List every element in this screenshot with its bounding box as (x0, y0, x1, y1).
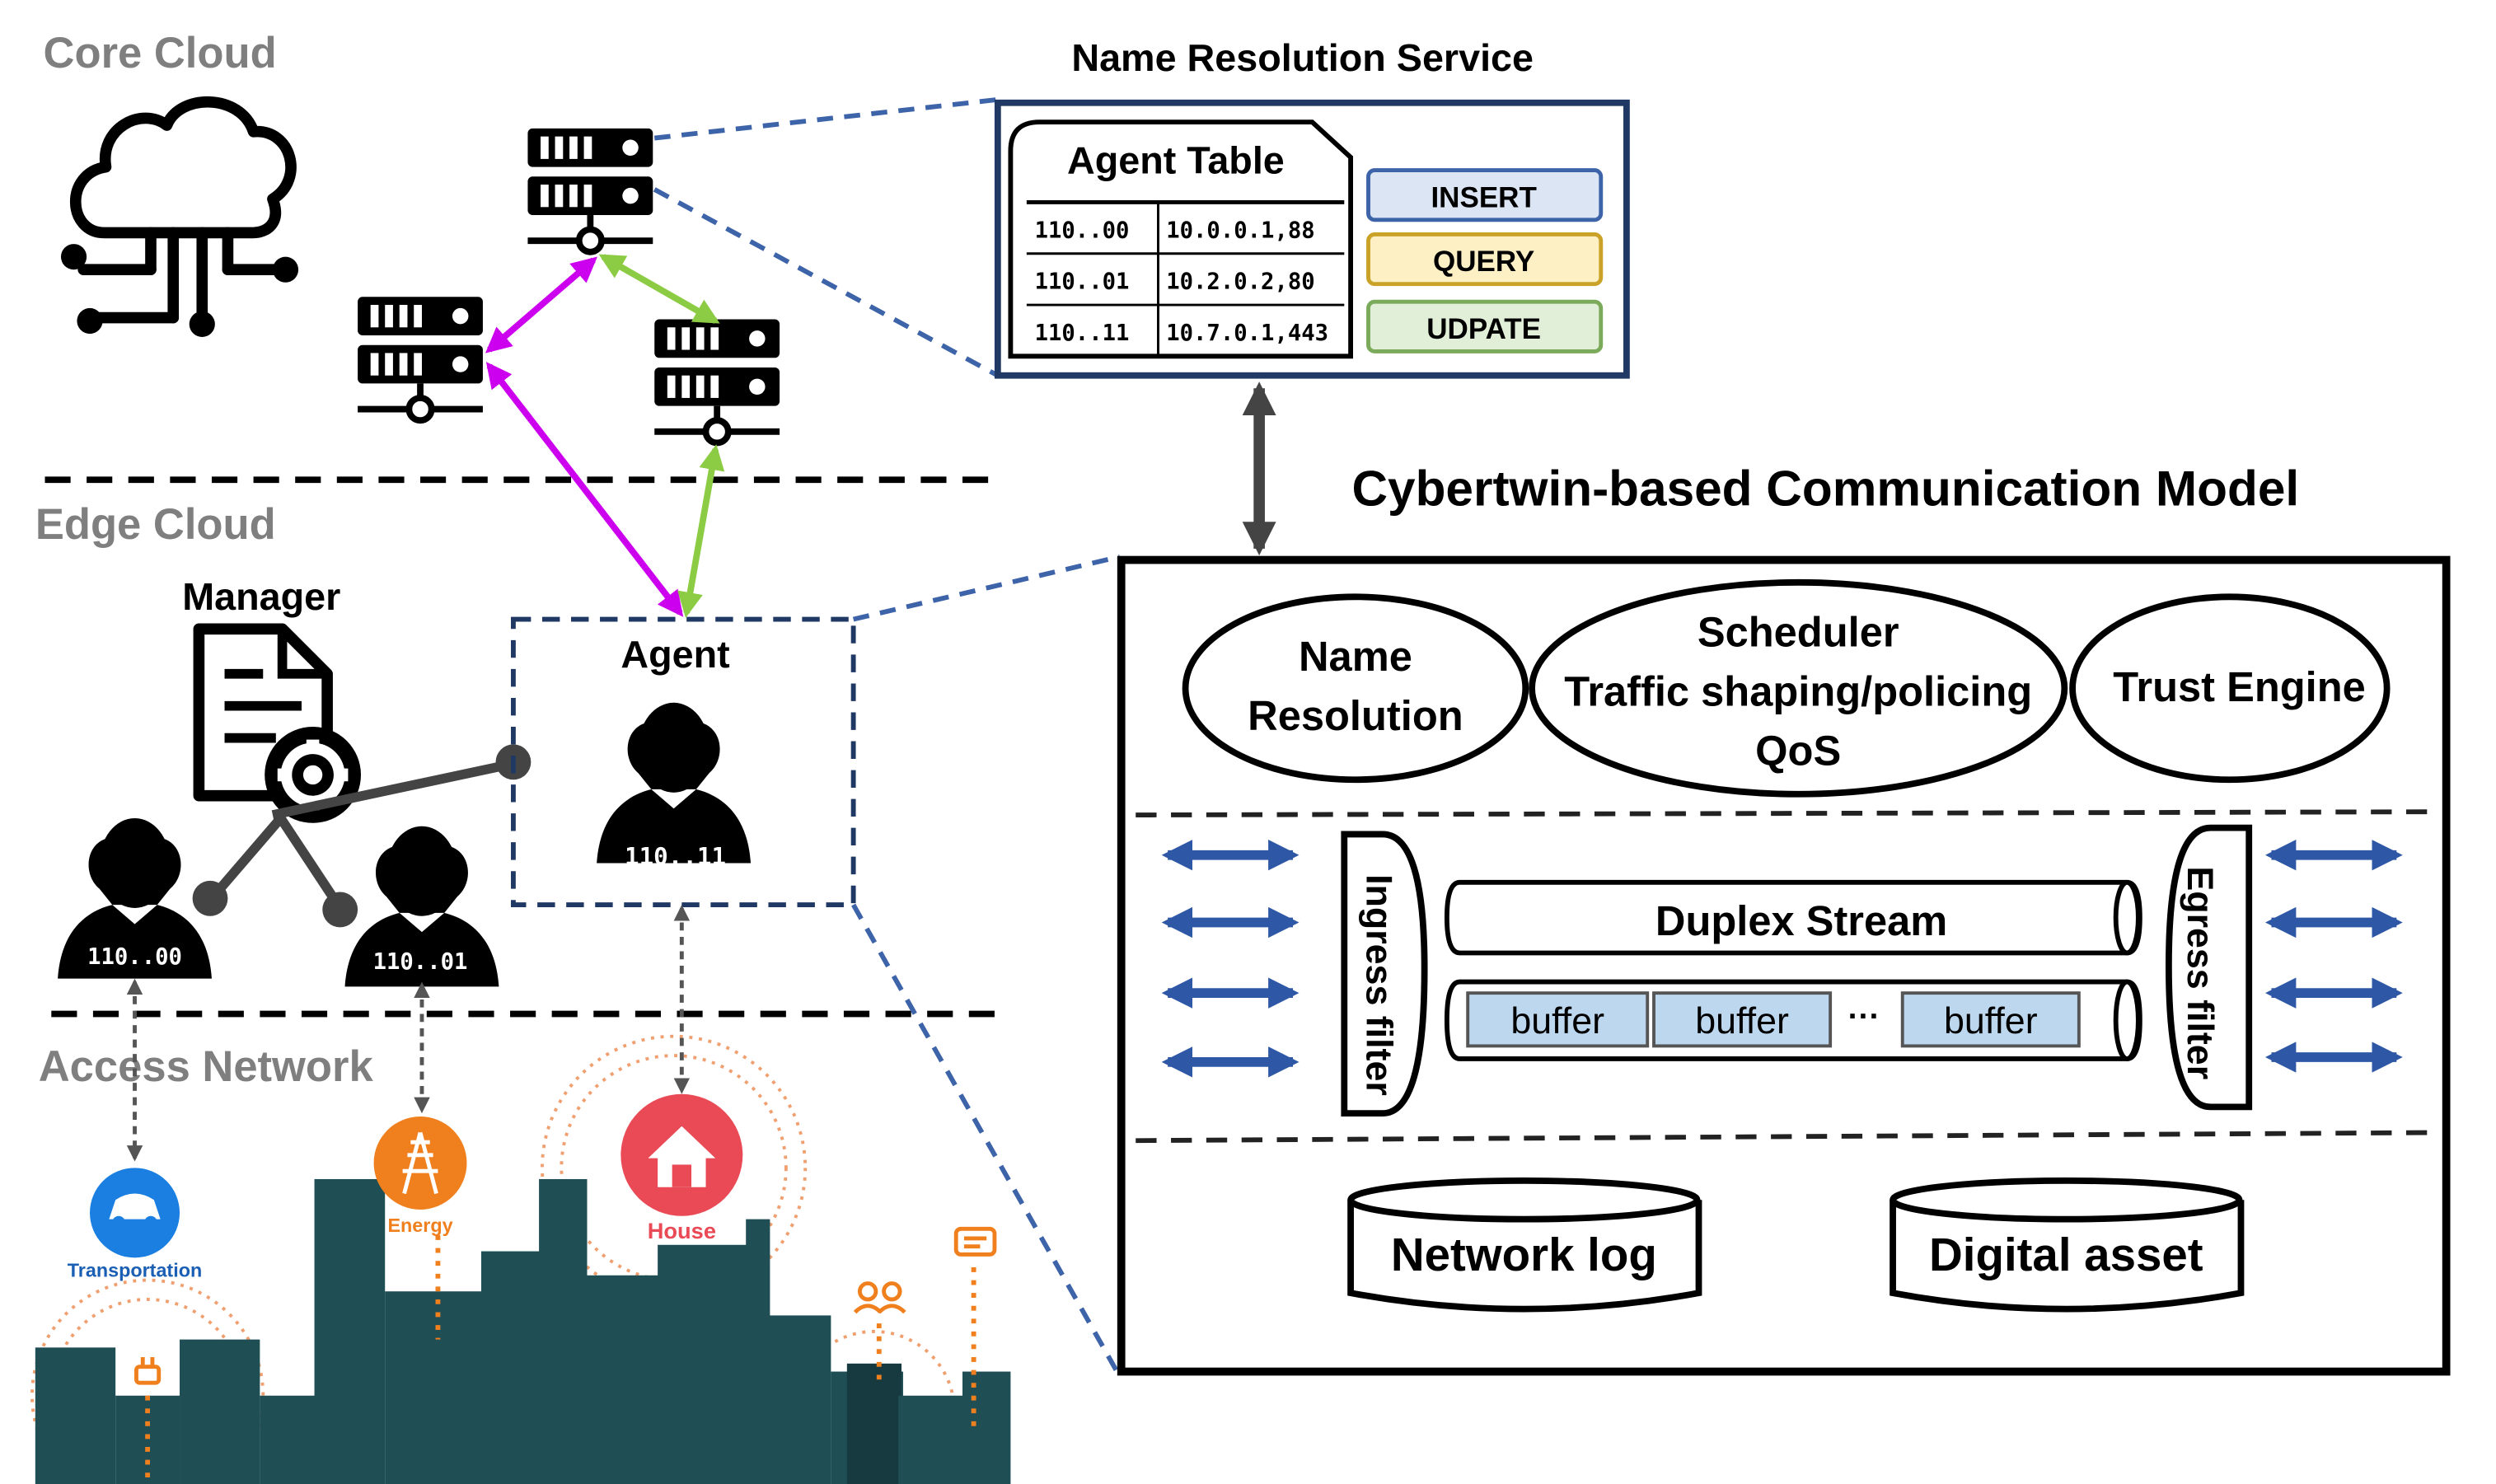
nrs-title: Name Resolution Service (1071, 36, 1534, 79)
nrs-zoom-line-bottom (653, 187, 1000, 378)
scheduler-line1: Scheduler (1698, 609, 1899, 656)
core-cloud-label: Core Cloud (44, 29, 277, 77)
edge-cloud-label: Edge Cloud (35, 500, 276, 549)
network-log-label: Network log (1391, 1229, 1657, 1280)
table-addr-cell: 10.0.0.1,88 (1166, 218, 1314, 243)
scheduler-line3: QoS (1755, 728, 1841, 775)
model-zoom-line-bottom (851, 903, 1122, 1378)
update-op-label: UDPATE (1426, 313, 1541, 345)
query-op-box (1366, 232, 1604, 287)
link-node (322, 892, 358, 928)
query-op-label: QUERY (1433, 246, 1534, 278)
name-resolution-line2: Resolution (1248, 692, 1463, 739)
duplex-stream-label: Duplex Stream (1655, 897, 1947, 944)
energy-icon (373, 1117, 467, 1210)
nrs-zoom-line-top (653, 96, 999, 141)
scheduler-line2: Traffic shaping/policing (1564, 668, 2032, 715)
table-addr-cell: 10.2.0.2,80 (1166, 269, 1314, 295)
agent-left-server-arrow (485, 362, 684, 617)
ingress-filter-label: Ingress filter (1359, 874, 1400, 1096)
access-network-label: Access Network (39, 1042, 374, 1091)
buffer-slot (1466, 991, 1650, 1048)
buffer-label: buffer (1695, 1000, 1789, 1042)
digital-asset-database (1890, 1177, 2245, 1313)
model-separator-top (1136, 809, 2436, 817)
transportation-label: Transportation (68, 1260, 202, 1281)
manager-label: Manager (182, 575, 340, 618)
agent-table-title: Agent Table (1067, 138, 1285, 181)
power-tower-icon (402, 1131, 438, 1195)
core-left-link-arrow (485, 256, 597, 353)
core-right-link-arrow (598, 254, 720, 324)
table-addr-cell: 10.7.0.1,443 (1166, 321, 1328, 346)
insert-op-label: INSERT (1431, 181, 1537, 213)
chat-icon (953, 1226, 997, 1257)
core-server-icon (527, 129, 653, 252)
manager-link-tree (208, 759, 515, 911)
user1-id: 110..00 (87, 944, 182, 970)
table-id-cell: 110..01 (1035, 269, 1130, 295)
network-log-database (1347, 1177, 1702, 1313)
agent-label: Agent (620, 633, 729, 676)
cloud-network-icon (70, 96, 297, 324)
egress-arrows (2264, 840, 2403, 1073)
agent-table-card (1008, 119, 1354, 359)
people-group-icon (853, 1281, 906, 1314)
buffer-label: buffer (1944, 1000, 2038, 1042)
model-title: Cybertwin-based Communication Model (1351, 460, 2299, 516)
orange-dotted-poles (145, 1235, 976, 1484)
trust-engine-module (2069, 593, 2391, 784)
scheduler-module (1529, 578, 2068, 798)
insert-op-box (1366, 168, 1604, 222)
car-icon (109, 1193, 161, 1220)
plug-icon (134, 1357, 162, 1385)
user2-id: 110..01 (373, 949, 468, 975)
buffer-slot (1652, 991, 1833, 1048)
energy-label: Energy (387, 1215, 452, 1236)
cloud-nodes (60, 244, 299, 337)
egress-filter (2165, 824, 2253, 1111)
model-separator-bottom (1136, 1130, 2436, 1144)
name-resolution-module (1182, 593, 1529, 784)
trust-engine-label: Trust Engine (2113, 663, 2366, 710)
buffer-slot (1900, 991, 2081, 1048)
egress-filter-label: Egress filter (2180, 866, 2221, 1079)
model-zoom-line-top (852, 554, 1121, 622)
ingress-filter (1341, 831, 1428, 1117)
link-node (192, 880, 228, 916)
buffer-ellipsis: ··· (1848, 999, 1880, 1034)
city-skyline (35, 1178, 1011, 1484)
buffer-label: buffer (1510, 1000, 1604, 1042)
edge-server-left-icon (358, 297, 483, 420)
agent-id: 110..11 (625, 842, 726, 870)
agent-right-server-arrow (677, 444, 725, 618)
house-label: House (648, 1218, 716, 1243)
table-id-cell: 110..00 (1035, 218, 1130, 243)
table-id-cell: 110..11 (1035, 321, 1130, 346)
name-resolution-line1: Name (1299, 633, 1412, 680)
update-op-box (1366, 299, 1604, 353)
ingress-arrows (1161, 840, 1300, 1078)
home-shape-icon (648, 1126, 716, 1187)
agent-person-icon (597, 702, 752, 864)
edge-server-right-icon (654, 320, 780, 443)
digital-asset-label: Digital asset (1929, 1229, 2203, 1280)
